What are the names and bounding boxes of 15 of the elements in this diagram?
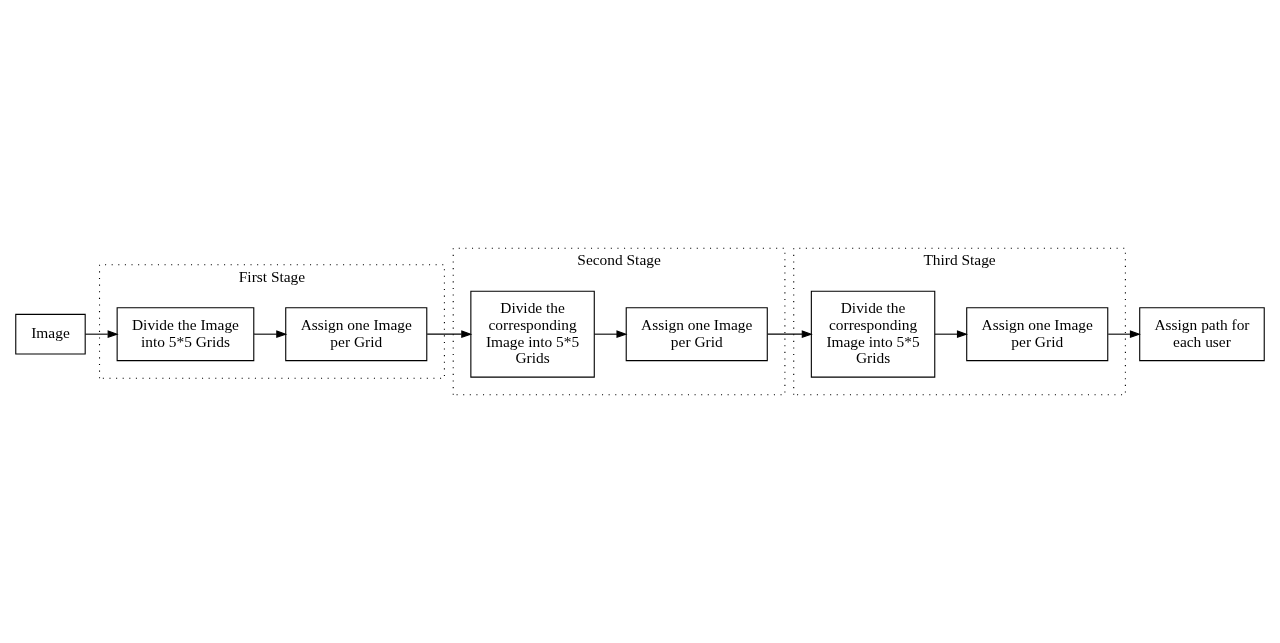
arrow xyxy=(767,330,813,339)
node-box: Divide the corresponding Image into 5*5 Grids xyxy=(470,290,595,378)
arrow xyxy=(84,330,119,339)
node-box: Assign one Image per Grid xyxy=(966,307,1109,362)
node-box: Divide the Image into 5*5 Grids xyxy=(116,307,255,362)
arrow xyxy=(1107,330,1141,339)
node-box: Image xyxy=(15,313,86,355)
node-box: Divide the corresponding Image into 5*5 Grids xyxy=(810,290,936,378)
node-box: Assign one Image per Grid xyxy=(625,307,768,362)
arrow xyxy=(593,330,628,339)
arrow xyxy=(253,330,288,339)
node-box: Assign one Image per Grid xyxy=(285,307,428,362)
arrow xyxy=(934,330,968,339)
arrow xyxy=(426,330,473,339)
node-box: Assign path for each user xyxy=(1139,307,1265,362)
